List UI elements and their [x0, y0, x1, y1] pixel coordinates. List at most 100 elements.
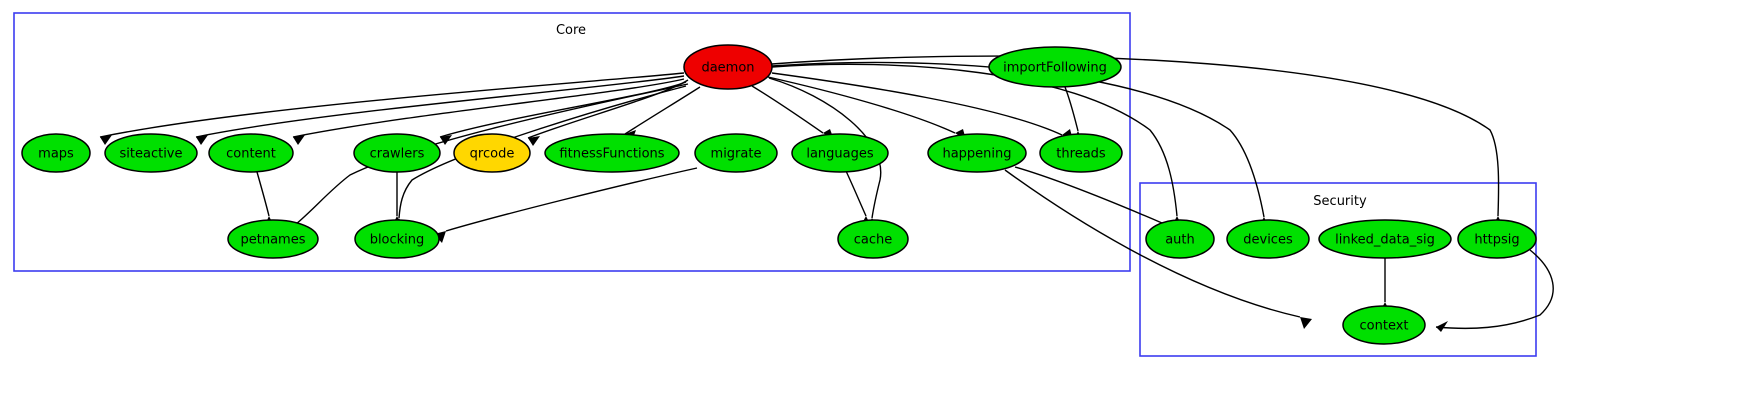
node-label-daemon: daemon — [701, 61, 754, 76]
node-label-fitnessFunctions: fitnessFunctions — [559, 147, 664, 162]
node-importFollowing[interactable]: importFollowing — [988, 46, 1122, 88]
arrowhead-icon — [100, 135, 112, 145]
node-shape-linked_data_sig[interactable] — [1318, 219, 1452, 259]
edge-line — [445, 167, 698, 232]
node-label-context: context — [1360, 319, 1409, 334]
node-label-content: content — [226, 147, 276, 162]
node-shape-maps[interactable] — [21, 133, 91, 173]
node-shape-migrate[interactable] — [694, 133, 778, 173]
node-maps[interactable]: maps — [21, 133, 91, 173]
node-migrate[interactable]: migrate — [694, 133, 778, 173]
node-label-httpsig: httpsig — [1474, 233, 1519, 248]
node-shape-blocking[interactable] — [354, 219, 440, 259]
node-label-crawlers: crawlers — [370, 147, 425, 162]
node-label-auth: auth — [1165, 233, 1195, 248]
node-shape-qrcode[interactable] — [453, 133, 531, 173]
node-fitnessFunctions[interactable]: fitnessFunctions — [544, 133, 680, 173]
edge-line — [624, 86, 701, 135]
node-shape-fitnessFunctions[interactable] — [544, 133, 680, 173]
node-shape-auth[interactable] — [1145, 219, 1215, 259]
edge-happening-to-auth — [1014, 166, 1174, 236]
node-devices[interactable]: devices — [1226, 219, 1310, 259]
edge-line — [845, 170, 867, 217]
node-shape-happening[interactable] — [927, 133, 1027, 173]
edge-line — [1014, 166, 1163, 224]
node-siteactive[interactable]: siteactive — [104, 133, 198, 173]
node-label-devices: devices — [1243, 233, 1293, 248]
edge-daemon-to-httpsig — [771, 55, 1504, 228]
edge-line — [99, 72, 685, 138]
node-label-happening: happening — [942, 147, 1011, 162]
node-label-importFollowing: importFollowing — [1003, 61, 1107, 76]
arrowhead-icon — [293, 135, 305, 145]
arrowhead-icon — [440, 135, 452, 145]
node-shape-content[interactable] — [208, 133, 294, 173]
node-petnames[interactable]: petnames — [227, 219, 319, 259]
edge-daemon-to-languages — [751, 85, 834, 140]
node-shape-context[interactable] — [1342, 305, 1426, 345]
cluster-label-core: Core — [556, 23, 586, 38]
node-crawlers[interactable]: crawlers — [353, 133, 441, 173]
edge-happening-to-context — [1004, 169, 1312, 329]
node-context[interactable]: context — [1342, 305, 1426, 345]
arrowhead-icon — [528, 136, 540, 146]
edge-line — [771, 61, 1265, 218]
node-happening[interactable]: happening — [927, 133, 1027, 173]
edge-daemon-to-content — [292, 78, 685, 145]
node-shape-daemon[interactable] — [683, 44, 773, 90]
node-layer: maps siteactive content crawlers qrcode fitne… — [21, 44, 1537, 345]
node-label-qrcode: qrcode — [470, 147, 515, 162]
node-shape-cache[interactable] — [837, 219, 909, 259]
node-shape-crawlers[interactable] — [353, 133, 441, 173]
node-cache[interactable]: cache — [837, 219, 909, 259]
node-shape-httpsig[interactable] — [1457, 219, 1537, 259]
edge-daemon-to-crawlers — [439, 81, 687, 145]
node-shape-threads[interactable] — [1039, 133, 1123, 173]
node-shape-petnames[interactable] — [227, 219, 319, 259]
edge-line — [1004, 169, 1301, 318]
node-shape-languages[interactable] — [791, 133, 889, 173]
node-shape-importFollowing[interactable] — [988, 46, 1122, 88]
edge-line — [292, 78, 685, 138]
node-label-linked_data_sig: linked_data_sig — [1335, 233, 1435, 248]
arrowhead-icon — [1300, 317, 1312, 329]
arrowhead-icon — [1436, 321, 1448, 332]
node-label-maps: maps — [38, 147, 74, 162]
node-label-petnames: petnames — [241, 233, 306, 248]
node-shape-siteactive[interactable] — [104, 133, 198, 173]
node-httpsig[interactable]: httpsig — [1457, 219, 1537, 259]
edge-line — [771, 63, 1178, 217]
node-auth[interactable]: auth — [1145, 219, 1215, 259]
cluster-security: Security — [1139, 182, 1537, 357]
edge-daemon-to-siteactive — [195, 75, 685, 145]
edge-line — [771, 55, 1500, 217]
node-label-languages: languages — [806, 147, 874, 162]
node-label-cache: cache — [854, 233, 893, 248]
node-qrcode[interactable]: qrcode — [453, 133, 531, 173]
edge-line — [1435, 249, 1554, 330]
node-label-threads: threads — [1056, 147, 1106, 162]
edge-daemon-to-maps — [99, 72, 685, 145]
cluster-border-core — [13, 12, 1131, 272]
edge-httpsig-to-context — [1435, 249, 1554, 332]
edge-line — [1064, 86, 1079, 132]
edge-line — [256, 171, 270, 217]
cluster-label-security: Security — [1313, 194, 1367, 209]
edge-line — [195, 75, 685, 138]
node-label-siteactive: siteactive — [120, 147, 183, 162]
node-languages[interactable]: languages — [791, 133, 889, 173]
node-blocking[interactable]: blocking — [354, 219, 440, 259]
node-threads[interactable]: threads — [1039, 133, 1123, 173]
edge-line — [439, 81, 687, 138]
node-content[interactable]: content — [208, 133, 294, 173]
node-shape-devices[interactable] — [1226, 219, 1310, 259]
node-linked_data_sig[interactable]: linked_data_sig — [1318, 219, 1452, 259]
node-daemon[interactable]: daemon — [683, 44, 773, 90]
cluster-border-security — [1139, 182, 1537, 357]
edge-line — [771, 72, 1063, 136]
node-label-migrate: migrate — [711, 147, 762, 162]
edge-daemon-to-happening — [767, 76, 966, 140]
